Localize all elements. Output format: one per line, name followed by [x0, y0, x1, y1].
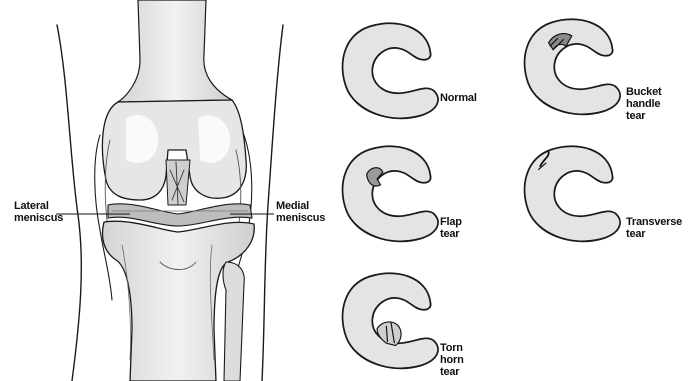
bucket-label-line-2: handle	[626, 98, 661, 110]
medial-meniscus-label: Medial meniscus	[276, 200, 325, 224]
meniscus-flap-tear	[343, 146, 439, 241]
knee-anatomy-illustration	[57, 0, 283, 381]
meniscus-transverse-tear	[525, 146, 621, 241]
lateral-meniscus-label: Lateral meniscus	[14, 200, 63, 224]
transverse-label-line-1: Transverse	[626, 216, 682, 228]
medial-label-line-2: meniscus	[276, 212, 325, 224]
bucket-handle-tear-label: Bucket handle tear	[626, 86, 661, 122]
bucket-label-line-1: Bucket	[626, 86, 661, 98]
meniscus-bucket-handle-tear	[525, 19, 621, 114]
lateral-label-line-1: Lateral	[14, 200, 63, 212]
medial-label-line-1: Medial	[276, 200, 325, 212]
torn-horn-label-line-1: Torn	[440, 342, 464, 354]
flap-label-line-1: Flap	[440, 216, 462, 228]
lateral-label-line-2: meniscus	[14, 212, 63, 224]
torn-horn-label-line-2: horn	[440, 354, 464, 366]
torn-horn-label-line-3: tear	[440, 366, 464, 378]
transverse-label-line-2: tear	[626, 228, 682, 240]
normal-label-line-1: Normal	[440, 92, 477, 104]
bucket-label-line-3: tear	[626, 110, 661, 122]
transverse-tear-label: Transverse tear	[626, 216, 682, 240]
flap-label-line-2: tear	[440, 228, 462, 240]
meniscus-torn-horn-tear	[343, 273, 439, 368]
normal-label: Normal	[440, 92, 477, 104]
meniscus-normal	[343, 23, 439, 118]
flap-tear-label: Flap tear	[440, 216, 462, 240]
torn-horn-tear-label: Torn horn tear	[440, 342, 464, 378]
